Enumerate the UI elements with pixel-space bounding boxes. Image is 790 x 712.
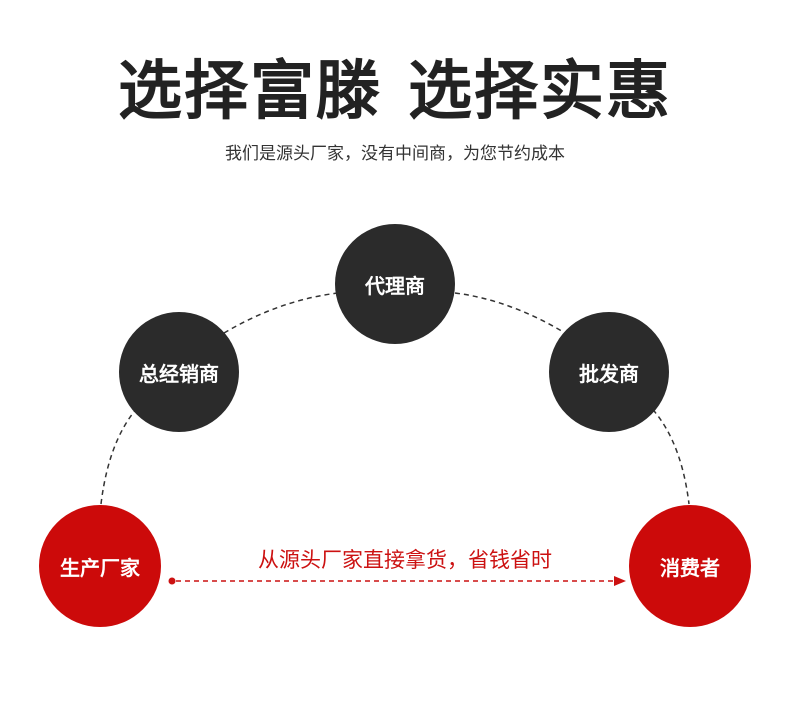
node-consumer: 消费者 <box>629 505 751 627</box>
page-title: 选择富滕选择实惠 <box>0 52 790 132</box>
node-general-distributor: 总经销商 <box>119 312 239 432</box>
node-manufacturer-label: 生产厂家 <box>60 555 140 580</box>
arrow-start-dot <box>168 577 176 585</box>
node-agent-label: 代理商 <box>365 273 425 298</box>
node-consumer-label: 消费者 <box>660 555 720 580</box>
direct-path-label: 从源头厂家直接拿货，省钱省时 <box>258 548 552 572</box>
title-part-1: 选择富滕 <box>118 55 382 129</box>
node-wholesaler-label: 批发商 <box>579 361 639 386</box>
node-manufacturer: 生产厂家 <box>39 505 161 627</box>
supply-chain-dashed-arc <box>100 292 690 505</box>
arrow-head-icon <box>614 576 626 586</box>
title-part-2: 选择实惠 <box>408 55 672 129</box>
page-subtitle: 我们是源头厂家，没有中间商，为您节约成本 <box>225 144 565 164</box>
node-general-distributor-label: 总经销商 <box>139 361 219 386</box>
node-agent: 代理商 <box>335 224 455 344</box>
node-wholesaler: 批发商 <box>549 312 669 432</box>
